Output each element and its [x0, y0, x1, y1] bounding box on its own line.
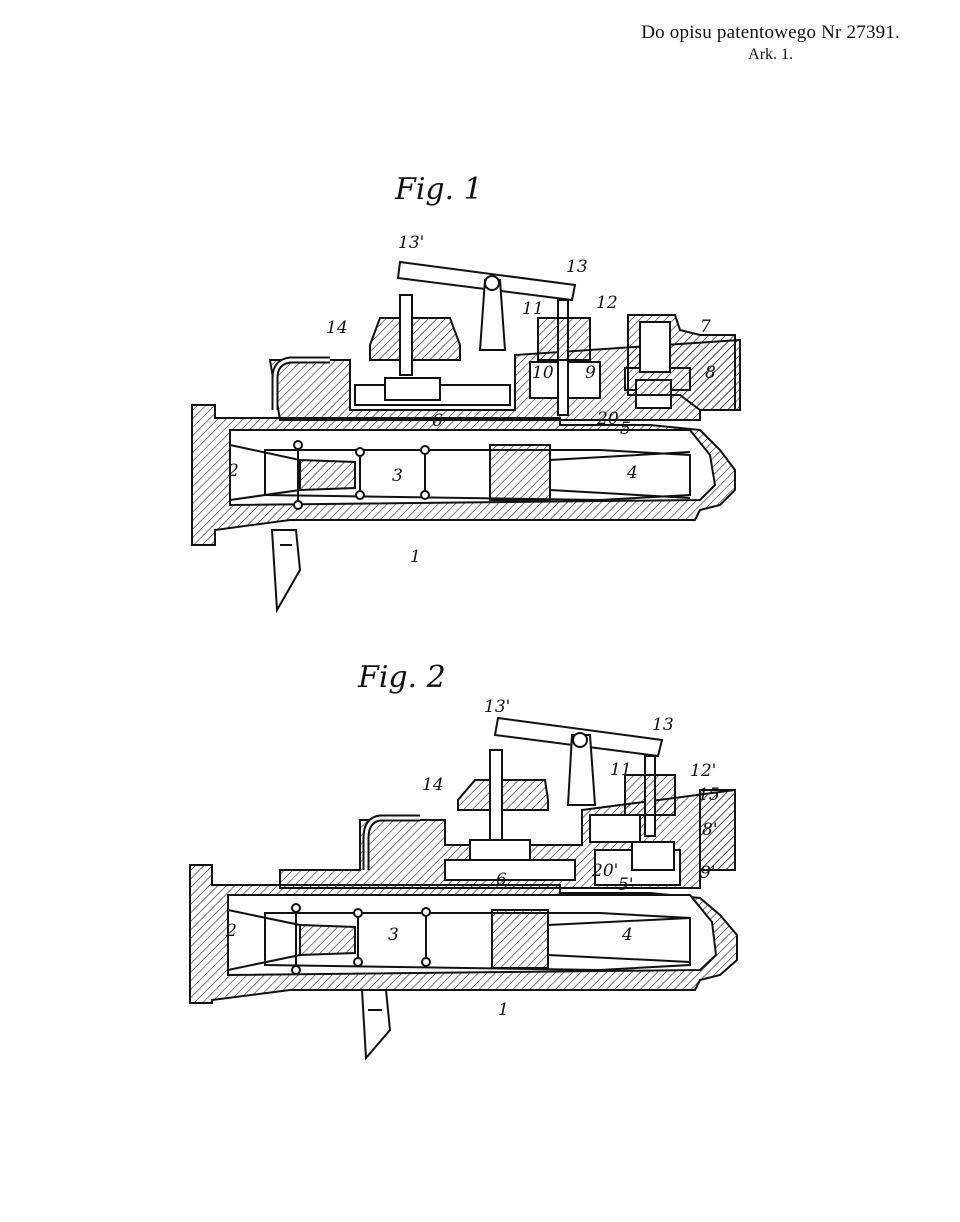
label-11: 11 [610, 760, 632, 780]
label-2: 2 [225, 921, 237, 941]
label-12: 12 [596, 293, 618, 313]
label-14: 14 [326, 318, 348, 338]
label-13: 13 [652, 715, 674, 735]
label-11: 11 [522, 299, 544, 319]
label-5prime: 5' [618, 875, 634, 895]
sheet-number: Ark. 1. [748, 46, 794, 63]
label-8: 8 [705, 363, 716, 383]
figure-2-title: Fig. 2 [358, 660, 446, 695]
label-9: 9 [585, 363, 596, 383]
label-1: 1 [498, 1000, 509, 1020]
label-3: 3 [388, 925, 399, 945]
label-9prime: 9' [700, 863, 716, 883]
label-8prime: 8' [702, 820, 718, 840]
label-10: 10 [532, 363, 554, 383]
document-header: Do opisu patentowego Nr 27391. Ark. 1. [641, 22, 900, 64]
label-3: 3 [392, 466, 403, 486]
label-13prime: 13' [398, 233, 424, 253]
label-13: 13 [566, 257, 588, 277]
label-4: 4 [621, 925, 633, 945]
label-15: 15 [698, 785, 720, 805]
label-1: 1 [410, 547, 421, 567]
label-2: 2 [227, 461, 239, 481]
label-5: 5 [620, 419, 631, 439]
label-12prime: 12' [690, 761, 716, 781]
figure-1-title: Fig. 1 [395, 172, 483, 207]
label-6: 6 [496, 870, 507, 890]
label-6: 6 [432, 411, 443, 431]
label-14: 14 [422, 775, 444, 795]
label-20prime: 20' [591, 861, 618, 881]
label-20: 20 [596, 409, 619, 429]
patent-reference: Do opisu patentowego Nr 27391. [641, 22, 900, 43]
label-4: 4 [626, 463, 638, 483]
label-7: 7 [700, 317, 711, 337]
label-13prime: 13' [484, 697, 510, 717]
